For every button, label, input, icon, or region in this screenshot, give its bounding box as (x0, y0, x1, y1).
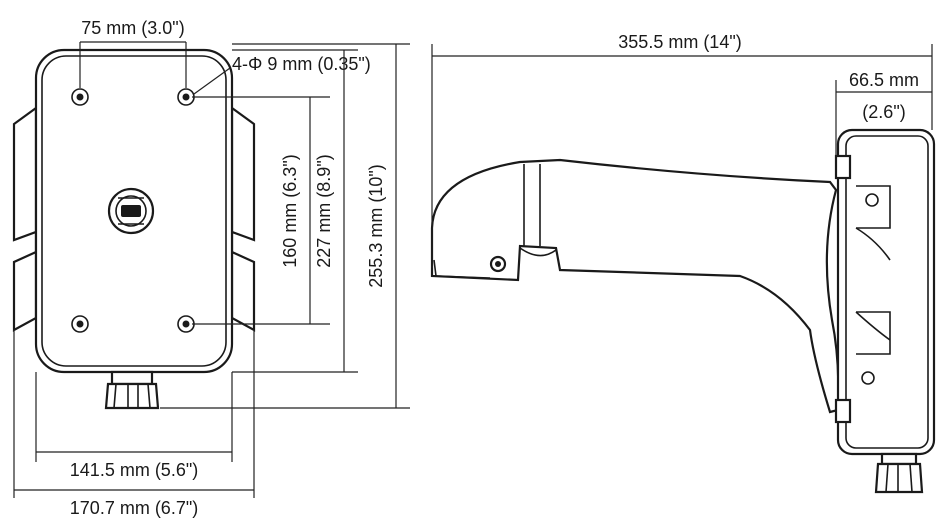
front-body-inner (41, 55, 227, 367)
arm-length-label: 355.5 mm (14") (618, 32, 741, 52)
plate-hole (865, 193, 879, 207)
bracket-arm (430, 158, 840, 414)
center-cable-port (107, 187, 155, 235)
vertical-hole-spacing-label: 160 mm (6.3") (280, 154, 300, 267)
plate-hole (861, 371, 875, 385)
front-view: 75 mm (3.0") 4-Φ 9 mm (0.35") 160 mm (6.… (12, 18, 410, 518)
hole-spec-label: 4-Φ 9 mm (0.35") (232, 54, 371, 74)
left-flange (12, 105, 38, 332)
right-flange (230, 105, 256, 332)
mounting-hole (71, 315, 89, 333)
plate-depth-in-label: (2.6") (862, 102, 905, 122)
plate-depth-mm-label: 66.5 mm (849, 70, 919, 90)
body-width-label: 141.5 mm (5.6") (70, 460, 198, 480)
wall-plate (836, 128, 936, 456)
overall-height-label: 255.3 mm (10") (366, 164, 386, 287)
overall-width-label: 170.7 mm (6.7") (70, 498, 198, 518)
body-height-label: 227 mm (8.9") (314, 154, 334, 267)
hole-spacing-label: 75 mm (3.0") (81, 18, 184, 38)
mounting-hole (71, 88, 89, 106)
cable-gland (104, 370, 160, 410)
side-view: 355.5 mm (14") 66.5 mm (2.6") (430, 32, 936, 494)
side-cable-gland (874, 452, 924, 494)
